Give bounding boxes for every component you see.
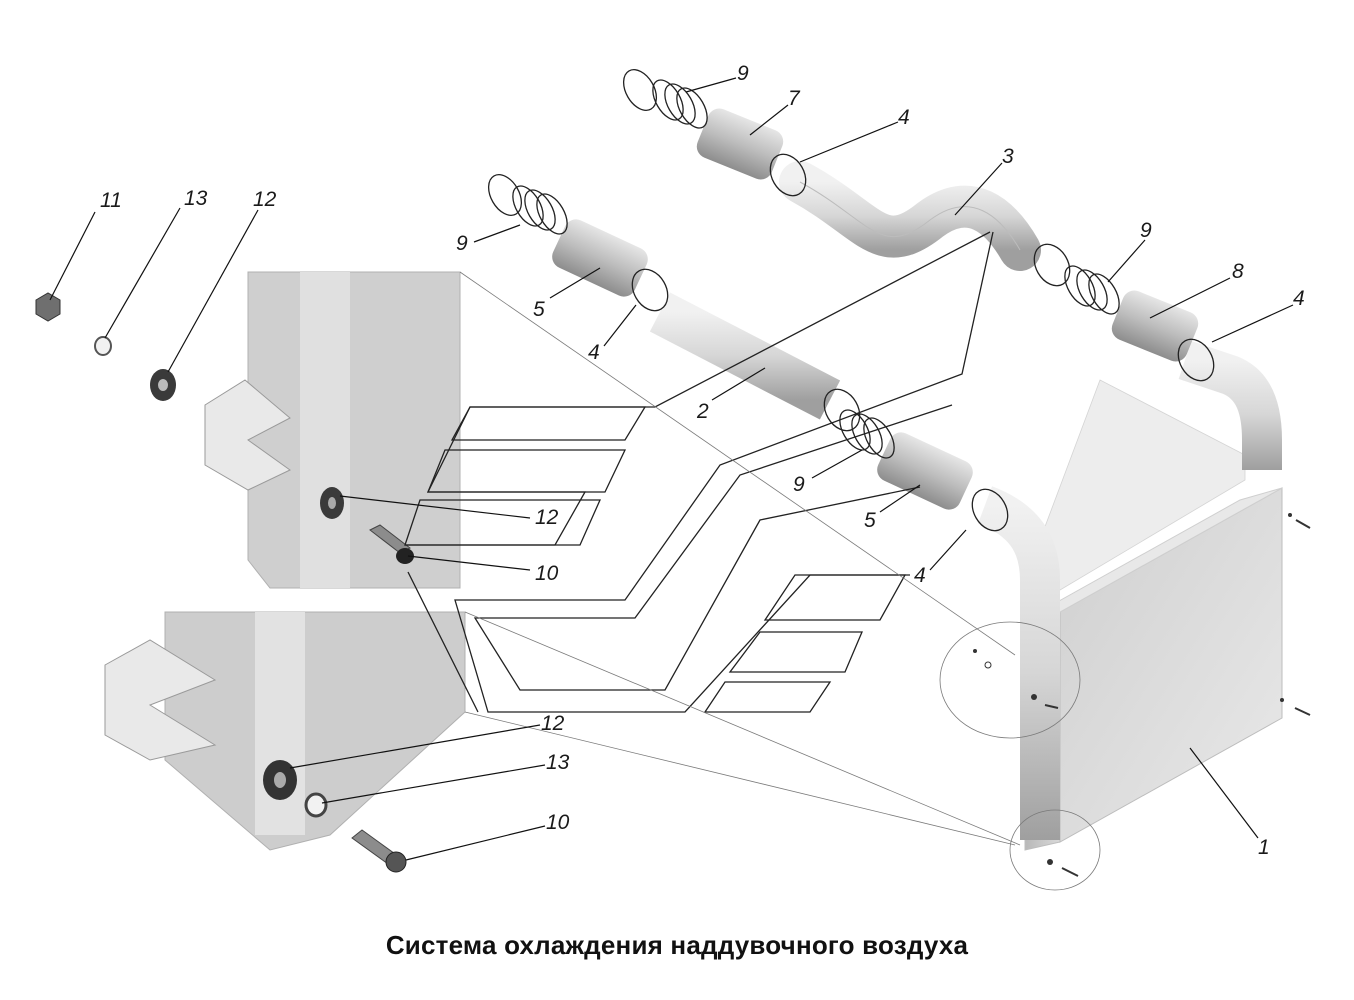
- hose-5-lower: [877, 432, 973, 510]
- callout-7: 7: [788, 87, 801, 110]
- mount-detail-circle-lower: [1009, 809, 1101, 891]
- mount-detail-circle-upper: [939, 621, 1081, 739]
- callout-9-top: 9: [737, 62, 749, 85]
- callout-5-upper: 5: [533, 298, 545, 321]
- bracket-detail-lower: [104, 611, 466, 851]
- callout-12-lower: 12: [541, 712, 565, 735]
- callout-12-detail: 12: [535, 506, 559, 529]
- callout-9-lower: 9: [793, 473, 805, 496]
- callout-8: 8: [1232, 260, 1244, 283]
- callout-5-lower: 5: [864, 509, 876, 532]
- hose-8: [1111, 290, 1199, 362]
- washer-12-lower-detail: [263, 760, 297, 800]
- pipe-right-elbow: [1178, 341, 1282, 470]
- washer-12-top: [150, 369, 176, 401]
- callout-11: 11: [100, 189, 122, 212]
- frame-outline: [404, 231, 1021, 846]
- bolt-10-lower: [351, 829, 407, 873]
- callout-numbers: 11 13 12 9 7 4 3 9 5 4 9 8 4 2 9 5 12 10…: [100, 62, 1305, 859]
- pipe-2: [649, 292, 841, 420]
- callout-9-left: 9: [456, 232, 468, 255]
- exploded-assembly-drawing: 11 13 12 9 7 4 3 9 5 4 9 8 4 2 9 5 12 10…: [35, 62, 1311, 891]
- callout-10-detail: 10: [535, 562, 559, 585]
- callout-4-right: 4: [1293, 287, 1305, 310]
- clamp-9-right: [1064, 265, 1120, 315]
- callout-13-top: 13: [184, 187, 208, 210]
- washer-13-lower-detail: [304, 792, 328, 818]
- callout-2: 2: [696, 400, 709, 423]
- washer-12-upper-detail: [320, 487, 344, 519]
- clamp-9-top-left: [622, 69, 708, 129]
- hose-5-upper: [552, 219, 648, 297]
- callout-13-lower: 13: [546, 751, 570, 774]
- radiator-side-bolts: [1280, 513, 1311, 716]
- callout-4-top: 4: [898, 106, 910, 129]
- bracket-detail-upper: [204, 271, 461, 589]
- callout-12-top: 12: [253, 188, 277, 211]
- callout-4-left: 4: [588, 341, 600, 364]
- callout-10-lower: 10: [546, 811, 570, 834]
- callout-4-lower: 4: [914, 564, 926, 587]
- callout-9-right: 9: [1140, 219, 1152, 242]
- clamp-9-mid-left: [487, 174, 568, 235]
- leader-lines: [49, 77, 1294, 861]
- diagram-caption: Система охлаждения наддувочного воздуха: [385, 930, 969, 960]
- band-clamps-4: [631, 153, 1215, 532]
- nut-11: [35, 292, 61, 322]
- clamp-9-lower: [839, 409, 895, 459]
- pipe-3: [779, 161, 1041, 271]
- callout-1: 1: [1258, 836, 1270, 859]
- washer-13-top: [94, 336, 112, 356]
- bolt-10-upper-detail: [369, 524, 414, 564]
- pipe-lower-elbow: [977, 486, 1060, 840]
- callout-3: 3: [1002, 145, 1014, 168]
